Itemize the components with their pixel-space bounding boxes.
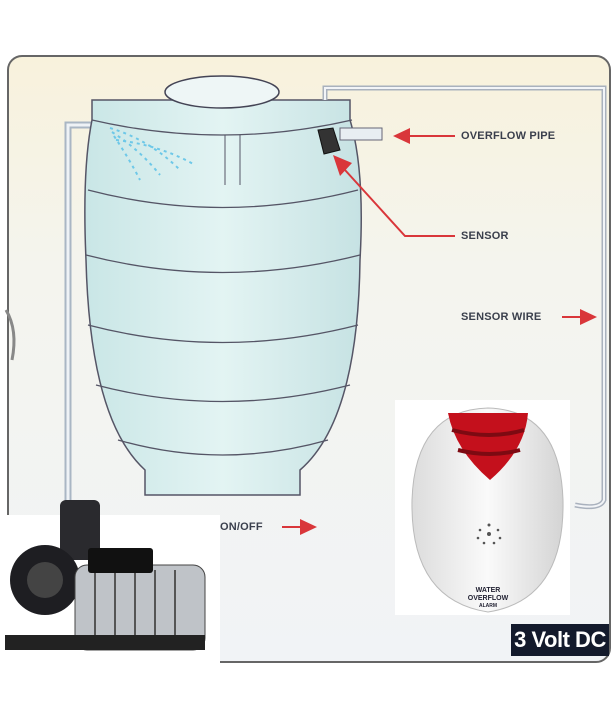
sensor-label: SENSOR (461, 230, 509, 242)
svg-text:OVERFLOW: OVERFLOW (468, 595, 509, 602)
voltage-badge: 3 Volt DC (511, 624, 609, 656)
overflow-pipe-label: OVERFLOW PIPE (461, 130, 556, 142)
on-off-label: ON/OFF (220, 521, 263, 533)
device-logo: WATER OVERFLOW ALARM (468, 587, 509, 609)
overflow-pipe-arrow-icon (393, 128, 455, 144)
sensor-wire-arrow-icon (562, 309, 597, 325)
sensor-wire-label: SENSOR WIRE (461, 311, 542, 323)
alarm-light (448, 413, 528, 480)
water-spray-icon (109, 127, 196, 181)
speaker-grille-icon (476, 523, 502, 545)
power-wire (4, 309, 16, 361)
on-off-arrow-icon (282, 519, 317, 535)
svg-text:WATER: WATER (476, 587, 501, 594)
overflow-pipe (339, 127, 383, 141)
water-pump (0, 500, 220, 665)
svg-text:ALARM: ALARM (479, 603, 497, 609)
sensor-pointer-icon (333, 155, 455, 237)
tank-lid (164, 75, 280, 109)
water-tank (84, 75, 362, 496)
sensor (317, 127, 341, 155)
alarm-device: WATER OVERFLOW ALARM (395, 400, 570, 615)
